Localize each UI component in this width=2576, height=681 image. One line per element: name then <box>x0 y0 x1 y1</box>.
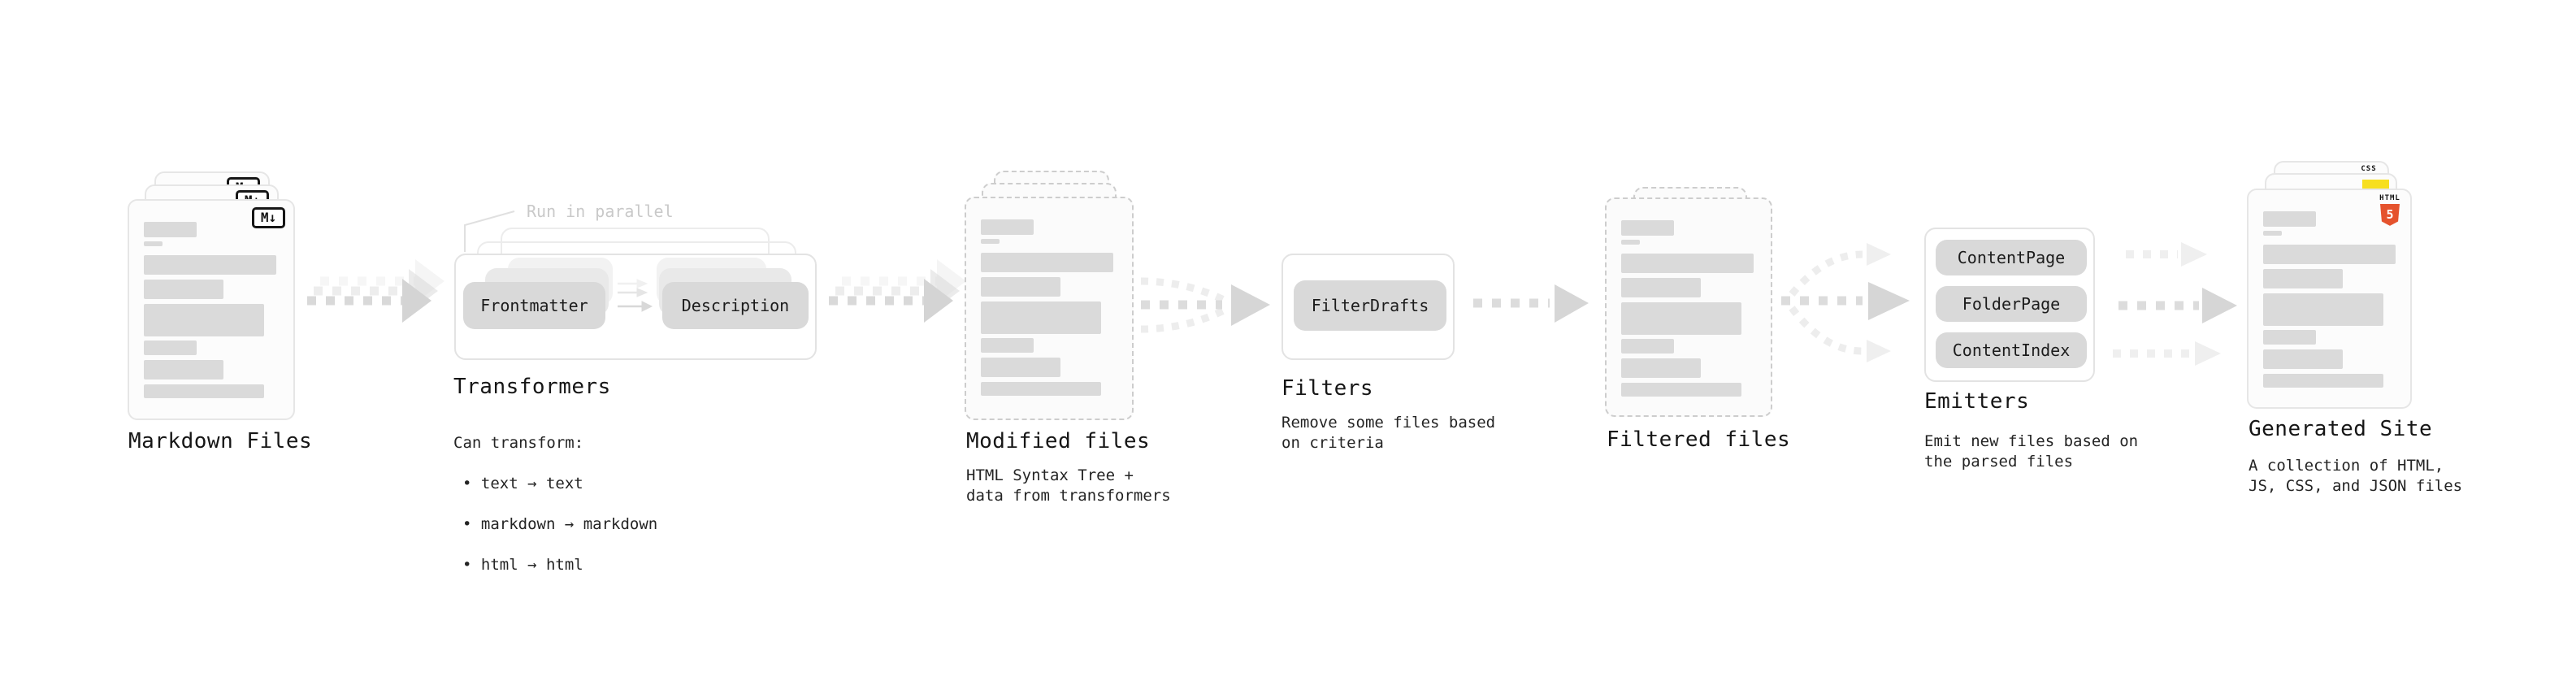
contentindex-box: ContentIndex <box>1936 332 2087 368</box>
transformers-group: Frontmatter Description <box>454 228 817 360</box>
emitters-panel: ContentPage FolderPage ContentIndex <box>1924 228 2095 382</box>
generated-site-label: Generated Site <box>2249 417 2433 441</box>
skeleton-line <box>144 340 197 355</box>
skeleton-line <box>2263 269 2343 288</box>
generated-file-card-html: HTML 5 <box>2247 189 2412 409</box>
frontmatter-box: Frontmatter <box>463 282 605 329</box>
arrow-markdown-to-transformers <box>307 259 445 323</box>
filtered-files-stack <box>1605 187 1772 417</box>
filters-panel: FilterDrafts <box>1281 254 1455 360</box>
skeleton-line <box>2263 231 2282 236</box>
skeleton-line <box>1621 302 1741 335</box>
markdown-file-card-front: M↓ <box>128 199 295 420</box>
modified-files-label: Modified files <box>966 429 1151 453</box>
skeleton-line <box>981 382 1101 396</box>
skeleton-line <box>2263 330 2316 345</box>
js-icon <box>2362 180 2389 190</box>
skeleton-line <box>144 241 163 246</box>
skeleton-line <box>2263 374 2383 388</box>
skeleton-line <box>1621 383 1741 397</box>
arrow-emitters-to-generated <box>2113 242 2237 366</box>
skeleton-line <box>144 222 197 237</box>
skeleton-line <box>144 360 223 380</box>
skeleton-line <box>2263 211 2316 227</box>
modified-files-description: HTML Syntax Tree + data from transformer… <box>966 466 1171 505</box>
skeleton-line <box>1621 339 1674 354</box>
skeleton-line <box>1621 254 1754 273</box>
arrow-filtered-to-emitters <box>1781 243 1910 362</box>
contentpage-box: ContentPage <box>1936 240 2087 275</box>
skeleton-line <box>1621 220 1674 236</box>
filtered-file-card-front <box>1605 197 1772 417</box>
skeleton-line <box>144 280 223 299</box>
filtered-files-label: Filtered files <box>1607 427 1791 452</box>
skeleton-line <box>981 239 1000 244</box>
doc-skeleton <box>2249 190 2410 388</box>
filterdrafts-box: FilterDrafts <box>1294 280 1446 331</box>
transformer-panel: Frontmatter Description <box>454 254 817 360</box>
skeleton-line <box>1621 358 1701 378</box>
transformers-bullet: • markdown → markdown <box>462 515 658 533</box>
skeleton-line <box>144 304 264 336</box>
transform-mini-arrows <box>618 279 653 312</box>
skeleton-line <box>981 219 1034 235</box>
skeleton-line <box>981 358 1060 377</box>
parallel-note-connector <box>464 210 515 252</box>
markdown-icon: M↓ <box>252 207 285 228</box>
markdown-files-stack: M↓ M↓ M↓ <box>128 171 295 420</box>
parallel-note: Run in parallel <box>527 202 674 221</box>
transformers-desc-heading: Can transform: <box>453 434 584 452</box>
filters-description: Remove some files based on criteria <box>1281 414 1496 452</box>
doc-skeleton <box>1607 199 1771 397</box>
html5-icon: HTML 5 <box>2379 194 2400 226</box>
doc-skeleton <box>129 201 293 398</box>
generated-site-stack: CSS HTML 5 <box>2247 161 2412 409</box>
skeleton-line <box>2263 293 2383 326</box>
transformers-bullet: • text → text <box>462 475 583 492</box>
skeleton-line <box>1621 278 1701 297</box>
doc-skeleton <box>966 198 1132 396</box>
skeleton-line <box>144 384 264 398</box>
emitters-description: Emit new files based on the parsed files <box>1924 432 2139 471</box>
markdown-files-label: Markdown Files <box>128 429 313 453</box>
skeleton-line <box>2263 349 2343 369</box>
skeleton-line <box>981 338 1034 353</box>
skeleton-line <box>981 277 1060 297</box>
skeleton-line <box>981 253 1113 272</box>
modified-files-stack <box>965 171 1134 420</box>
arrow-transformers-to-modified <box>829 259 966 323</box>
transformers-description: Can transform: • text → text • markdown … <box>453 413 657 596</box>
skeleton-line <box>1621 240 1640 245</box>
skeleton-line <box>144 255 276 275</box>
generated-site-description: A collection of HTML, JS, CSS, and JSON … <box>2249 457 2463 495</box>
arrow-modified-to-filters <box>1140 277 1270 333</box>
modified-file-card-front <box>965 197 1134 420</box>
skeleton-line <box>981 301 1101 334</box>
emitters-title: Emitters <box>1924 389 2030 414</box>
folderpage-box: FolderPage <box>1936 286 2087 322</box>
arrow-filters-to-filtered <box>1473 284 1589 323</box>
transformers-title: Transformers <box>453 375 611 399</box>
description-box: Description <box>662 282 809 329</box>
filters-title: Filters <box>1281 376 1374 401</box>
skeleton-line <box>2263 245 2396 264</box>
transformers-bullet: • html → html <box>462 556 583 574</box>
